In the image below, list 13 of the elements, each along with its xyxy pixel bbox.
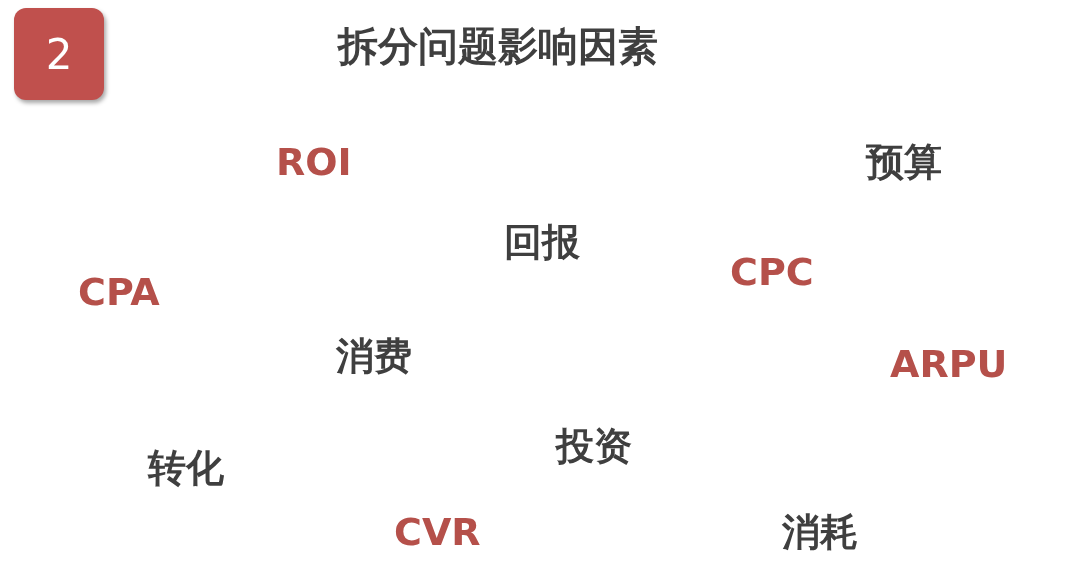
- metric-term: CPA: [78, 272, 160, 314]
- metric-term: ROI: [276, 142, 352, 184]
- factor-term: 消费: [336, 336, 412, 378]
- metric-term: ARPU: [890, 344, 1008, 386]
- metric-term: CVR: [394, 512, 481, 554]
- number-badge: 2: [14, 8, 104, 100]
- factor-term: 回报: [504, 222, 580, 264]
- factor-term: 转化: [148, 448, 224, 490]
- slide-title: 拆分问题影响因素: [338, 24, 658, 68]
- factor-term: 投资: [556, 426, 632, 468]
- factor-term: 预算: [866, 142, 942, 184]
- metric-term: CPC: [730, 252, 814, 294]
- factor-term: 消耗: [782, 512, 858, 554]
